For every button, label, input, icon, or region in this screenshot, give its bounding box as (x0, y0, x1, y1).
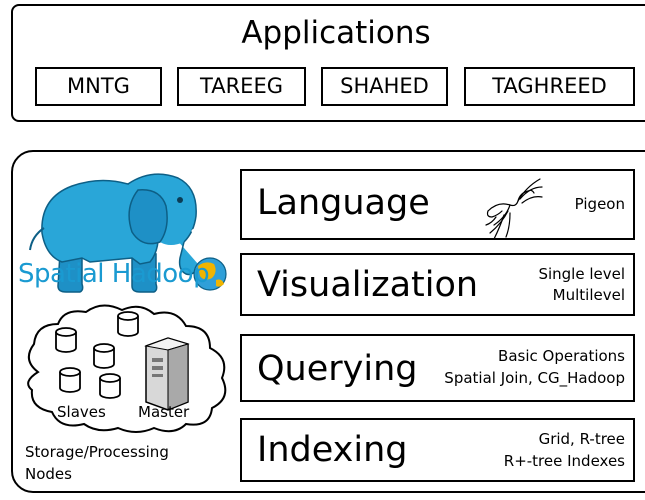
layer-indexing-note-2: R+-tree Indexes (503, 452, 625, 470)
slave-disk-icon (55, 311, 139, 399)
layer-querying-note-2: Spatial Join, CG_Hadoop (444, 369, 625, 387)
layer-querying-title: Querying (257, 349, 418, 389)
app-mntg: MNTG (35, 67, 162, 106)
layer-querying: Querying Basic Operations Spatial Join, … (240, 334, 635, 402)
slaves-label: Slaves (57, 403, 106, 421)
layer-language-note: Pigeon (574, 195, 625, 213)
app-tareeg: TAREEG (177, 67, 306, 106)
layer-indexing-note-1: Grid, R-tree (538, 430, 625, 448)
storage-nodes-label: Storage/Processing Nodes (25, 443, 169, 483)
pigeon-icon (485, 178, 543, 240)
layer-indexing-title: Indexing (257, 430, 408, 470)
layer-language: Language Pigeon (240, 169, 635, 240)
layer-visualization-note-1: Single level (538, 265, 625, 283)
layer-visualization-note-2: Multilevel (552, 286, 625, 304)
applications-panel (11, 4, 645, 122)
app-shahed: SHAHED (321, 67, 448, 106)
elephant-globe-icon (29, 173, 227, 293)
spatialhadoop-logo-text: Spatial Hadoop (18, 259, 210, 289)
master-server-icon (144, 337, 190, 411)
layer-visualization-title: Visualization (257, 265, 479, 305)
applications-title: Applications (241, 15, 431, 51)
master-label: Master (138, 403, 190, 421)
layer-language-title: Language (257, 183, 430, 223)
layer-visualization: Visualization Single level Multilevel (240, 253, 635, 316)
layer-indexing: Indexing Grid, R-tree R+-tree Indexes (240, 418, 635, 482)
spatialhadoop-panel (11, 150, 645, 493)
layer-querying-note-1: Basic Operations (498, 347, 625, 365)
cluster-cloud-icon (27, 304, 227, 433)
app-taghreed: TAGHREED (464, 67, 635, 106)
